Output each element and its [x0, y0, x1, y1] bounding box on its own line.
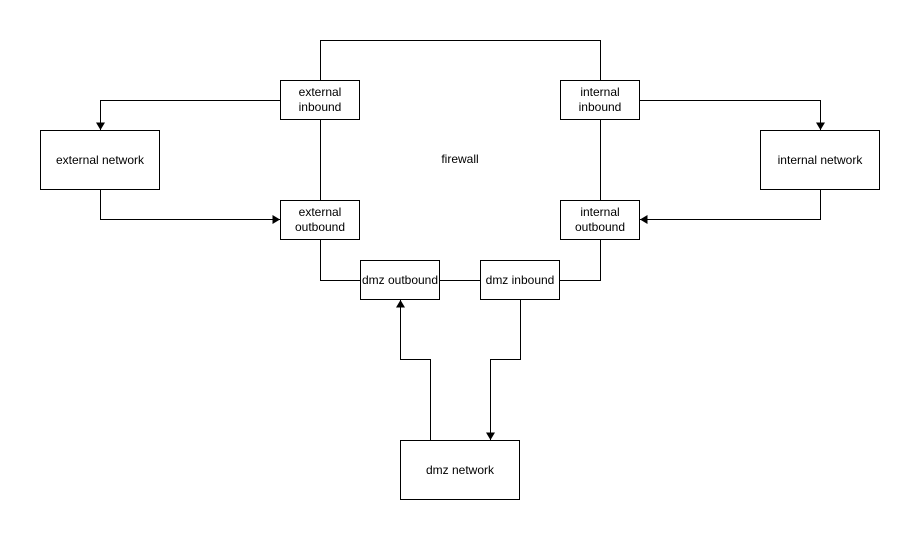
edge-dmz-inbound-dmz-network	[486, 300, 521, 440]
node-external-outbound[interactable]: external outbound	[280, 200, 360, 240]
edge-external-outbound-dmz-outbound	[320, 240, 360, 281]
edge-dmz-network-dmz-outbound	[396, 300, 431, 440]
edge-internal-outbound-dmz-inbound	[560, 240, 601, 281]
edge-external-inbound-external-network	[96, 100, 280, 130]
edge-external-network-external-outbound	[100, 190, 280, 224]
edge-internal-inbound-internal-network	[640, 100, 825, 130]
edge-internal-network-internal-outbound	[640, 190, 821, 224]
edge-external-inbound-internal-inbound	[320, 40, 601, 80]
node-external-inbound[interactable]: external inbound	[280, 80, 360, 120]
firewall-label: firewall	[441, 152, 479, 166]
node-dmz-network[interactable]: dmz network	[400, 440, 520, 500]
node-dmz-outbound[interactable]: dmz outbound	[360, 260, 440, 300]
node-internal-outbound[interactable]: internal outbound	[560, 200, 640, 240]
node-external-network[interactable]: external network	[40, 130, 160, 190]
node-internal-inbound[interactable]: internal inbound	[560, 80, 640, 120]
node-internal-network[interactable]: internal network	[760, 130, 880, 190]
node-dmz-inbound[interactable]: dmz inbound	[480, 260, 560, 300]
